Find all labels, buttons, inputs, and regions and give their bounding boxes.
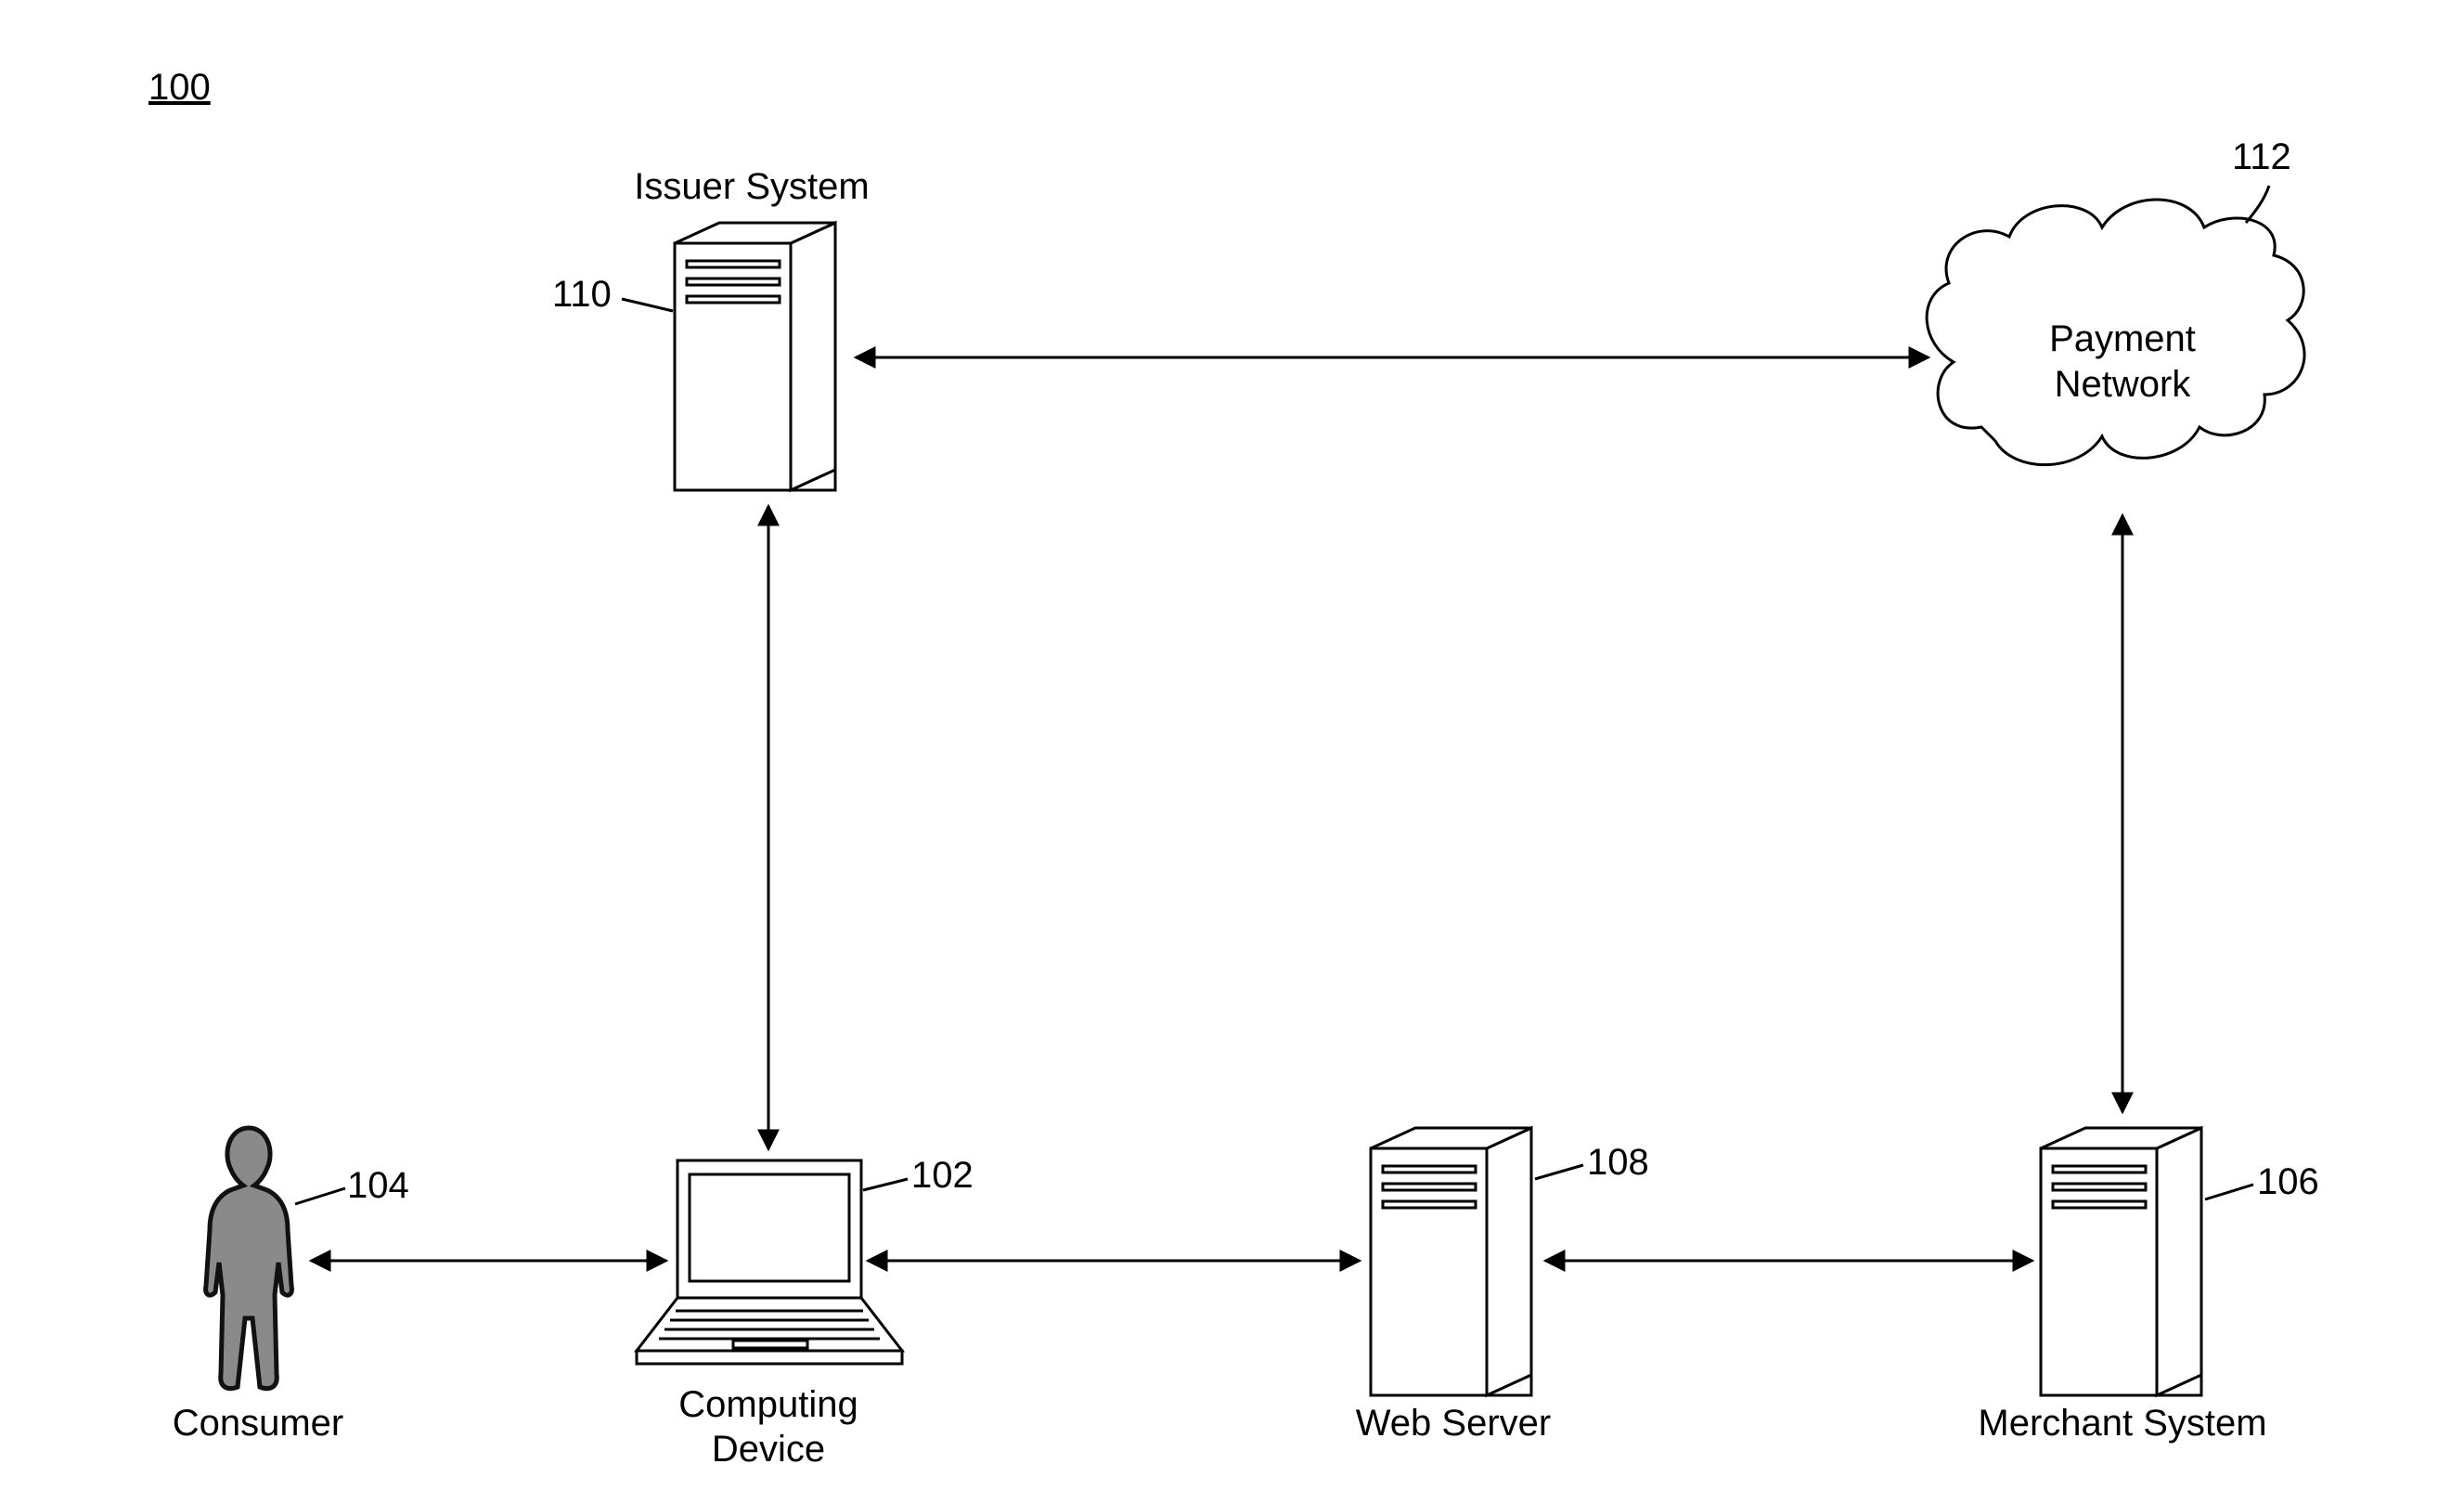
merchant-system-label: Merchant System bbox=[1978, 1403, 2266, 1444]
web-server-label: Web Server bbox=[1356, 1403, 1551, 1444]
consumer-ref: 104 bbox=[347, 1165, 409, 1206]
web-server-leader-line bbox=[1535, 1165, 1583, 1179]
issuer-system-label: Issuer System bbox=[634, 166, 869, 207]
consumer-node: Consumer 104 bbox=[173, 1128, 409, 1444]
computing-device-label-line2: Device bbox=[712, 1429, 825, 1470]
network-leader-line bbox=[2246, 186, 2269, 223]
issuer-leader-line bbox=[622, 299, 673, 311]
web-server-ref: 108 bbox=[1587, 1142, 1649, 1183]
payment-network-label-line2: Network bbox=[2055, 364, 2192, 405]
merchant-leader-line bbox=[2205, 1185, 2253, 1199]
server-icon bbox=[1371, 1128, 1531, 1395]
merchant-system-ref: 106 bbox=[2257, 1161, 2319, 1202]
computing-device-node: Computing Device 102 bbox=[637, 1155, 974, 1470]
issuer-system-node: Issuer System 110 bbox=[552, 166, 870, 490]
figure-number: 100 bbox=[148, 67, 211, 108]
computing-device-ref: 102 bbox=[911, 1155, 974, 1196]
network-ref: 112 bbox=[2232, 136, 2291, 177]
computing-device-label-line1: Computing bbox=[678, 1384, 858, 1425]
consumer-leader-line bbox=[295, 1188, 345, 1204]
person-icon bbox=[206, 1128, 292, 1389]
issuer-ref: 110 bbox=[552, 274, 612, 315]
laptop-icon bbox=[637, 1160, 902, 1364]
server-icon bbox=[675, 223, 835, 490]
server-icon bbox=[2041, 1128, 2201, 1395]
payment-network-node: Payment Network 112 bbox=[1927, 136, 2304, 465]
merchant-system-node: Merchant System 106 bbox=[1978, 1128, 2318, 1444]
computing-device-leader-line bbox=[863, 1179, 908, 1190]
consumer-label: Consumer bbox=[173, 1403, 344, 1444]
payment-network-label-line1: Payment bbox=[2049, 318, 2196, 359]
web-server-node: Web Server 108 bbox=[1356, 1128, 1649, 1444]
